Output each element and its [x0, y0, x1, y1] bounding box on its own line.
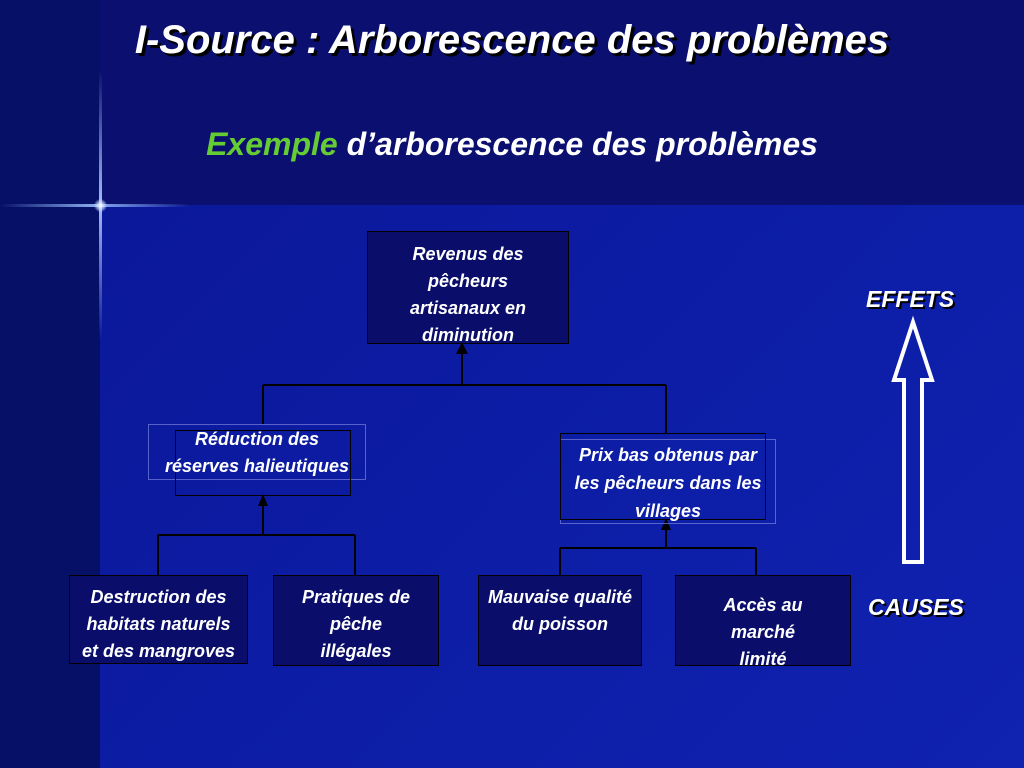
background-top: [0, 0, 1024, 205]
node-leaf-habitat-destruction: Destruction des habitats naturels et des…: [69, 575, 248, 664]
node-top-effect: Revenus des pêcheurs artisanaux en dimin…: [367, 231, 569, 345]
node-leaf-fish-quality: Mauvaise qualité du poisson: [478, 575, 642, 666]
subtitle-accent: Exemple: [206, 126, 338, 162]
slide-subtitle: Exemple d’arborescence des problèmes: [0, 126, 1024, 163]
node-mid-left-frame: [148, 424, 366, 480]
node-top-text: Revenus des pêcheurs artisanaux en dimin…: [409, 244, 527, 345]
slide-title: I-Source : Arborescence des problèmes: [134, 18, 890, 62]
leaf-1-text: Destruction des habitats naturels et des…: [81, 587, 236, 661]
arrowhead-right: [661, 518, 671, 530]
node-mid-right: [560, 433, 766, 520]
leaf-4-text: Accès au marché limité: [723, 595, 803, 669]
leaf-3-text: Mauvaise qualité du poisson: [487, 587, 633, 634]
causes-effects-arrow-icon: [891, 315, 935, 564]
node-mid-left: [175, 430, 351, 496]
star-icon: [94, 199, 107, 212]
node-mid-right-text: Prix bas obtenus par les pêcheurs dans l…: [574, 445, 762, 521]
label-effects: EFFETS: [866, 286, 955, 312]
label-causes: CAUSES: [868, 594, 964, 620]
subtitle-rest: d’arborescence des problèmes: [346, 126, 818, 162]
arrowhead-left: [258, 494, 268, 506]
node-leaf-market-access: Accès au marché limité: [675, 575, 851, 669]
arrowhead-top: [456, 342, 468, 354]
node-leaf-illegal-fishing: Pratiques de pêche illégales: [273, 575, 439, 666]
node-mid-left-text: Réduction des réserves halieutiques: [164, 429, 350, 476]
leaf-2-text: Pratiques de pêche illégales: [301, 587, 411, 661]
